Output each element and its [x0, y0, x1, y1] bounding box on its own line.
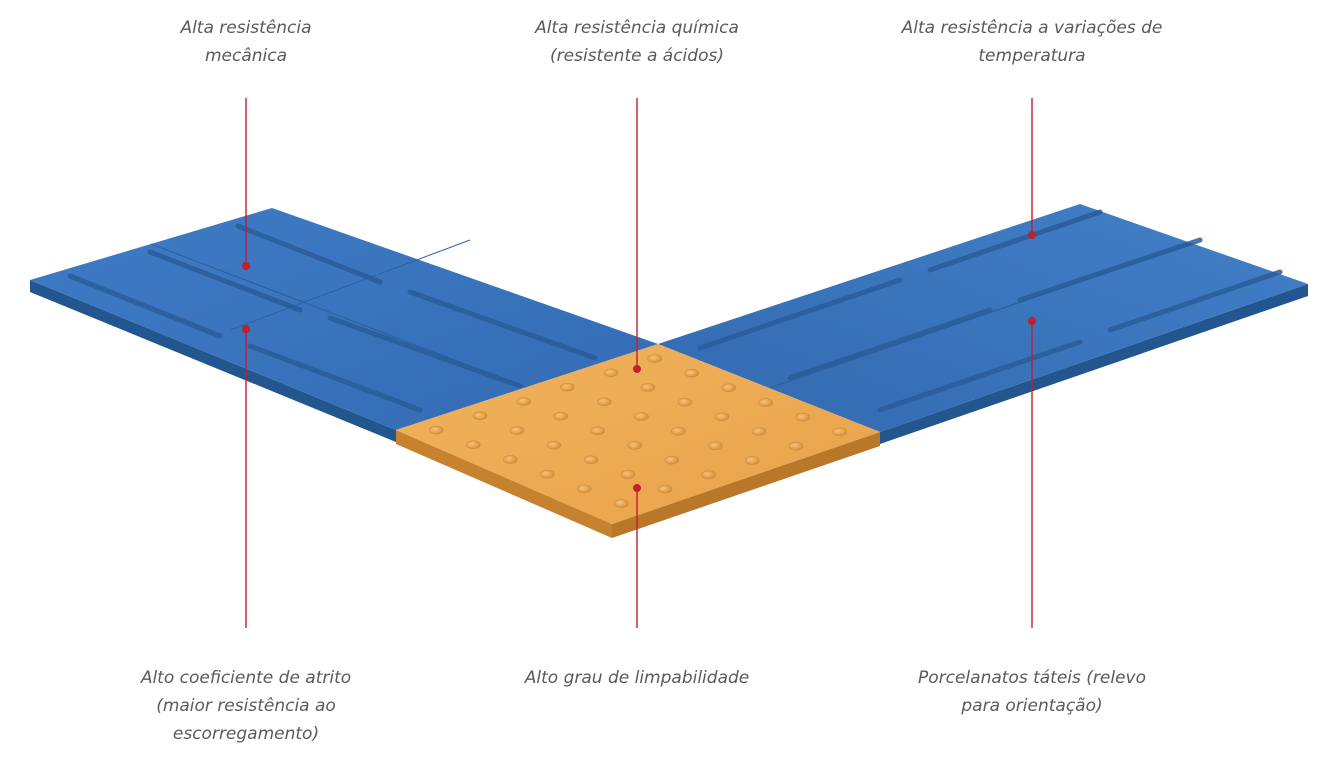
callout-bottom-left-line1: Alto coeficiente de atrito: [140, 668, 352, 688]
left-guide-bar: [407, 289, 598, 361]
left-tile-seam: [229, 239, 471, 331]
left-tile-front-edge: [30, 280, 396, 442]
tactile-dot: [553, 411, 569, 421]
right-tile-front-edge: [880, 284, 1308, 444]
tactile-dot: [744, 456, 760, 465]
right-blue-tile-strip: [658, 204, 1308, 444]
tactile-dot: [701, 470, 717, 480]
tactile-dot: [516, 397, 532, 406]
left-tile-top-surface: [30, 208, 658, 430]
tactile-dot: [677, 397, 693, 407]
leader-marker-top-right: [1028, 231, 1036, 239]
leader-marker-bottom-left: [242, 325, 250, 333]
callout-bottom-right-line1: Porcelanatos táteis (relevo: [917, 668, 1147, 688]
leader-marker-top-center: [633, 365, 641, 373]
yellow-warning-tile: [396, 344, 880, 538]
callout-top-center-line1: Alta resistência química: [535, 18, 739, 38]
tactile-dot: [751, 427, 767, 436]
right-guide-bar: [1017, 237, 1203, 303]
tactile-dot: [559, 382, 575, 392]
left-guide-bar: [235, 223, 383, 285]
yellow-tile-right-edge: [612, 432, 880, 538]
callout-bottom-right-line2: para orientação): [961, 696, 1103, 716]
left-guide-bar: [247, 343, 423, 413]
tactile-dot: [465, 440, 481, 450]
left-guide-bar: [67, 273, 223, 339]
tactile-dot: [670, 426, 686, 436]
tactile-dot: [472, 411, 488, 421]
tactile-dot: [707, 441, 723, 451]
tactile-dot: [664, 455, 680, 465]
callout-bottom-left: Alto coeficiente de atrito (maior resist…: [86, 664, 406, 748]
callout-top-left-line1: Alta resistência: [180, 18, 312, 38]
left-blue-tile-strip: [30, 208, 658, 442]
callout-bottom-center-line1: Alto grau de limpabilidade: [524, 668, 750, 688]
callout-top-right: Alta resistência a variações de temperat…: [852, 14, 1212, 70]
yellow-tile-top-surface: [396, 344, 880, 524]
right-tile-top-surface: [658, 204, 1308, 432]
right-guide-bar: [877, 339, 1083, 413]
callout-bottom-right: Porcelanatos táteis (relevo para orienta…: [852, 664, 1212, 720]
tactile-dot: [620, 470, 636, 479]
tactile-dot: [640, 383, 656, 392]
tactile-dot: [795, 412, 811, 422]
tactile-dot: [502, 455, 518, 464]
right-guide-bar: [1107, 269, 1283, 333]
tactile-dot: [509, 426, 525, 435]
tactile-dot: [647, 354, 663, 363]
left-guide-bar: [147, 249, 303, 313]
callout-top-right-line2: temperatura: [978, 46, 1086, 66]
tactile-dot: [590, 426, 606, 436]
leader-marker-bottom-center: [633, 484, 641, 492]
tactile-dot-grid: [428, 354, 848, 508]
callout-bottom-center: Alto grau de limpabilidade: [457, 664, 817, 692]
leader-marker-bottom-right: [1028, 317, 1036, 325]
right-guide-bar: [927, 209, 1103, 273]
tactile-dot: [546, 440, 562, 450]
tactile-dot: [714, 412, 730, 422]
tactile-dot: [596, 397, 612, 407]
tactile-dot: [788, 441, 804, 451]
callout-top-center-line2: (resistente a ácidos): [550, 46, 724, 66]
tactile-dot: [576, 484, 592, 494]
tactile-dot: [613, 499, 629, 508]
tactile-dot: [583, 455, 599, 465]
tactile-dot: [721, 383, 737, 393]
tactile-dot: [603, 368, 619, 378]
callout-bottom-left-line3: escorregamento): [172, 724, 320, 744]
callout-bottom-left-line2: (maior resistência ao: [156, 696, 336, 716]
leader-marker-top-left: [242, 262, 250, 270]
tactile-dot: [539, 469, 555, 479]
left-guide-bar: [327, 315, 523, 389]
tactile-dot: [428, 425, 444, 435]
right-guide-bar: [787, 307, 993, 381]
callout-top-left-line2: mecânica: [204, 46, 288, 66]
tactile-dot: [627, 441, 643, 450]
tactile-dot: [633, 412, 649, 421]
tactile-dot: [758, 398, 774, 407]
yellow-tile-left-edge: [396, 430, 612, 538]
tactile-dot: [684, 368, 700, 378]
callout-top-center: Alta resistência química (resistente a á…: [477, 14, 797, 70]
tactile-dot: [657, 484, 673, 494]
callout-top-right-line1: Alta resistência a variações de: [901, 18, 1163, 38]
right-guide-bar: [697, 277, 903, 351]
tactile-dot: [832, 427, 848, 437]
callout-top-left: Alta resistência mecânica: [86, 14, 406, 70]
